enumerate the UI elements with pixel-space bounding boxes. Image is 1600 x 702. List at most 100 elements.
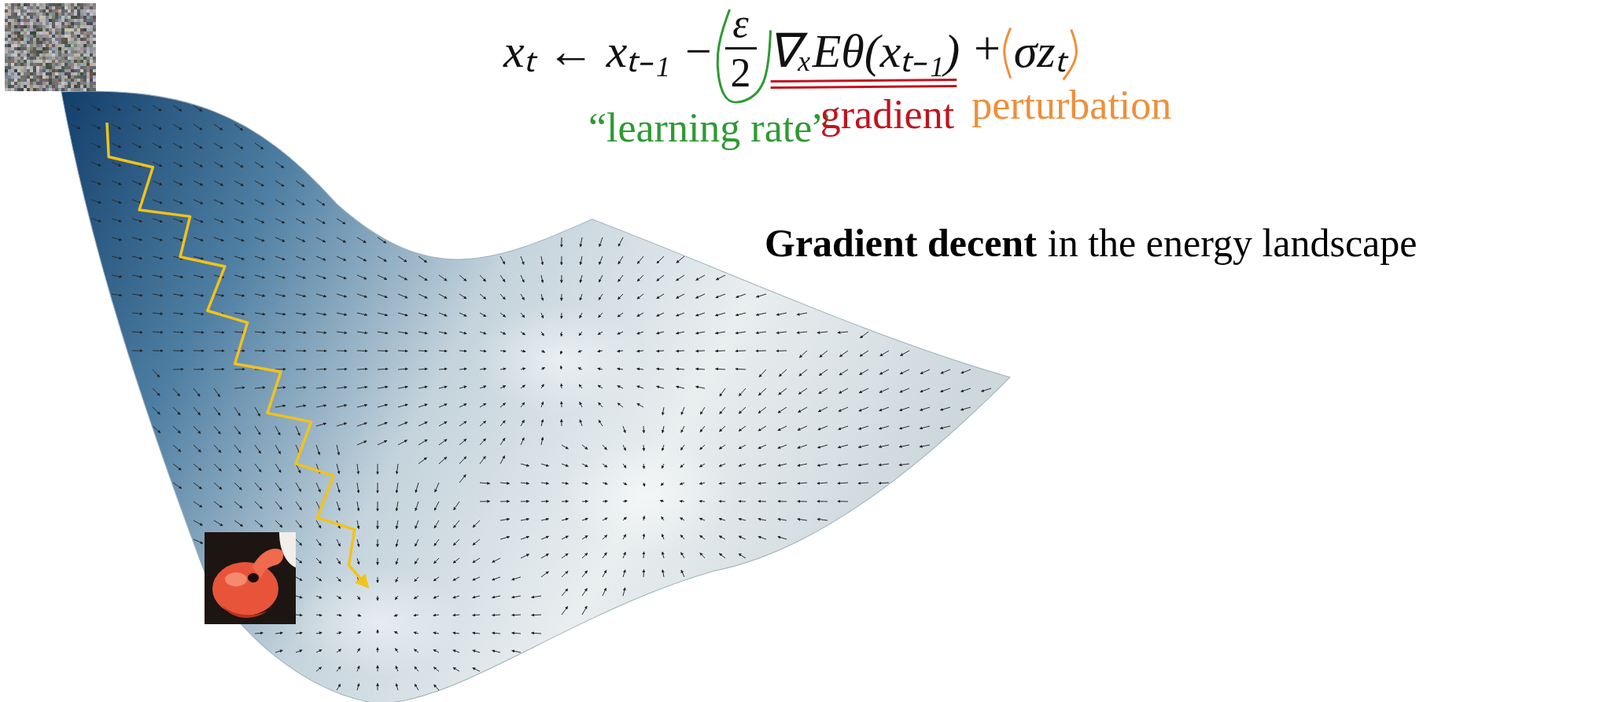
gradient-arrow bbox=[132, 180, 142, 185]
gradient-arrow bbox=[492, 596, 501, 598]
gradient-arrow bbox=[152, 105, 162, 111]
gradient-arrow bbox=[152, 426, 161, 434]
gradient-arrow bbox=[662, 570, 664, 578]
gradient-arrow bbox=[560, 237, 562, 248]
gradient-arrow bbox=[817, 482, 828, 484]
gradient-arrow bbox=[295, 275, 306, 279]
gradient-arrow bbox=[377, 539, 379, 547]
gradient-arrow bbox=[500, 456, 506, 465]
gradient-arrow bbox=[193, 294, 204, 296]
equation-part: + bbox=[970, 21, 1003, 76]
gradient-arrow bbox=[357, 558, 360, 565]
gradient-arrow bbox=[234, 368, 245, 370]
gradient-arrow bbox=[357, 423, 367, 427]
gradient-arrow bbox=[275, 350, 286, 352]
gradient-arrow bbox=[234, 256, 244, 260]
noise-image bbox=[4, 3, 96, 92]
gradient-arrow bbox=[394, 631, 399, 635]
gradient-arrow bbox=[316, 633, 322, 635]
gradient-arrow bbox=[778, 369, 787, 377]
gradient-arrow bbox=[173, 162, 183, 167]
gradient-arrow bbox=[275, 445, 281, 454]
gradient-arrow bbox=[718, 482, 726, 484]
gradient-arrow bbox=[500, 420, 506, 427]
gradient-arrow bbox=[618, 275, 624, 282]
gradient-arrow bbox=[796, 313, 808, 315]
gradient-arrow bbox=[173, 180, 183, 185]
gradient-arrow bbox=[213, 501, 222, 509]
gradient-arrow bbox=[336, 331, 347, 334]
gradient-arrow bbox=[858, 426, 869, 430]
gradient-arrow bbox=[798, 407, 808, 413]
gradient-arrow bbox=[520, 331, 525, 336]
gradient-arrow bbox=[777, 464, 787, 467]
gradient-arrow bbox=[623, 482, 627, 486]
gradient-arrow bbox=[193, 199, 203, 204]
gradient-arrow bbox=[623, 517, 627, 521]
gradient-arrow bbox=[599, 237, 603, 248]
gradient-arrow bbox=[500, 438, 506, 446]
gradient-arrow bbox=[254, 162, 264, 168]
gradient-arrow bbox=[541, 420, 543, 427]
gradient-arrow bbox=[275, 426, 281, 436]
gradient-arrow bbox=[602, 552, 607, 559]
gradient-arrow bbox=[699, 518, 705, 521]
gradient-arrow bbox=[479, 403, 487, 408]
gradient-arrow bbox=[91, 124, 101, 130]
gradient-arrow bbox=[316, 405, 327, 408]
gradient-arrow bbox=[234, 501, 243, 509]
gradient-arrow bbox=[735, 331, 746, 334]
gradient-arrow bbox=[561, 501, 568, 502]
gradient-arrow bbox=[295, 387, 306, 389]
gradient-arrow bbox=[336, 405, 347, 408]
gradient-arrow bbox=[561, 445, 568, 450]
gradient-arrow bbox=[582, 518, 588, 521]
gradient-arrow bbox=[676, 331, 685, 334]
gradient-arrow bbox=[560, 365, 562, 370]
gradient-arrow bbox=[213, 199, 224, 204]
gradient-arrow bbox=[173, 294, 184, 296]
gradient-arrow bbox=[357, 464, 359, 475]
gradient-arrow bbox=[234, 143, 244, 149]
gradient-arrow bbox=[541, 464, 549, 467]
gradient-arrow bbox=[531, 633, 542, 635]
gradient-arrow bbox=[193, 313, 204, 315]
gradient-arrow bbox=[173, 350, 184, 352]
gradient-arrow bbox=[561, 553, 568, 559]
gradient-arrow bbox=[295, 501, 302, 511]
gradient-arrow bbox=[777, 501, 787, 502]
gradient-arrow bbox=[679, 482, 685, 485]
gradient-arrow bbox=[696, 331, 705, 334]
gradient-arrow bbox=[582, 589, 587, 597]
gradient-arrow bbox=[377, 275, 388, 280]
gradient-arrow bbox=[661, 516, 664, 521]
gradient-arrow bbox=[394, 596, 399, 601]
gradient-arrow bbox=[213, 464, 222, 472]
gradient-arrow bbox=[531, 596, 542, 598]
gradient-arrow bbox=[414, 558, 419, 565]
gradient-arrow bbox=[659, 501, 664, 502]
gradient-arrow bbox=[377, 666, 379, 672]
gradient-arrow bbox=[699, 482, 705, 485]
gradient-arrow bbox=[193, 180, 203, 186]
gradient-arrow bbox=[758, 536, 767, 540]
gradient-arrow bbox=[295, 405, 306, 408]
gradient-arrow bbox=[316, 445, 320, 455]
gradient-arrow bbox=[899, 445, 910, 448]
gradient-arrow bbox=[91, 180, 101, 185]
gradient-arrow bbox=[817, 331, 828, 333]
gradient-arrow bbox=[377, 387, 388, 389]
gradient-arrow bbox=[111, 275, 122, 277]
gradient-arrow bbox=[755, 350, 767, 353]
gradient-arrow bbox=[357, 275, 367, 280]
gradient-arrow bbox=[700, 407, 705, 415]
gradient-arrow bbox=[459, 313, 467, 317]
gradient-arrow bbox=[520, 438, 524, 446]
gradient-arrow bbox=[643, 570, 646, 578]
gradient-arrow bbox=[797, 426, 808, 431]
gradient-arrow bbox=[438, 275, 447, 281]
gradient-arrow bbox=[193, 143, 203, 149]
gradient-arrow bbox=[520, 294, 524, 301]
headline-text: Gradient decent bbox=[764, 220, 1037, 266]
gradient-arrow bbox=[377, 313, 388, 316]
